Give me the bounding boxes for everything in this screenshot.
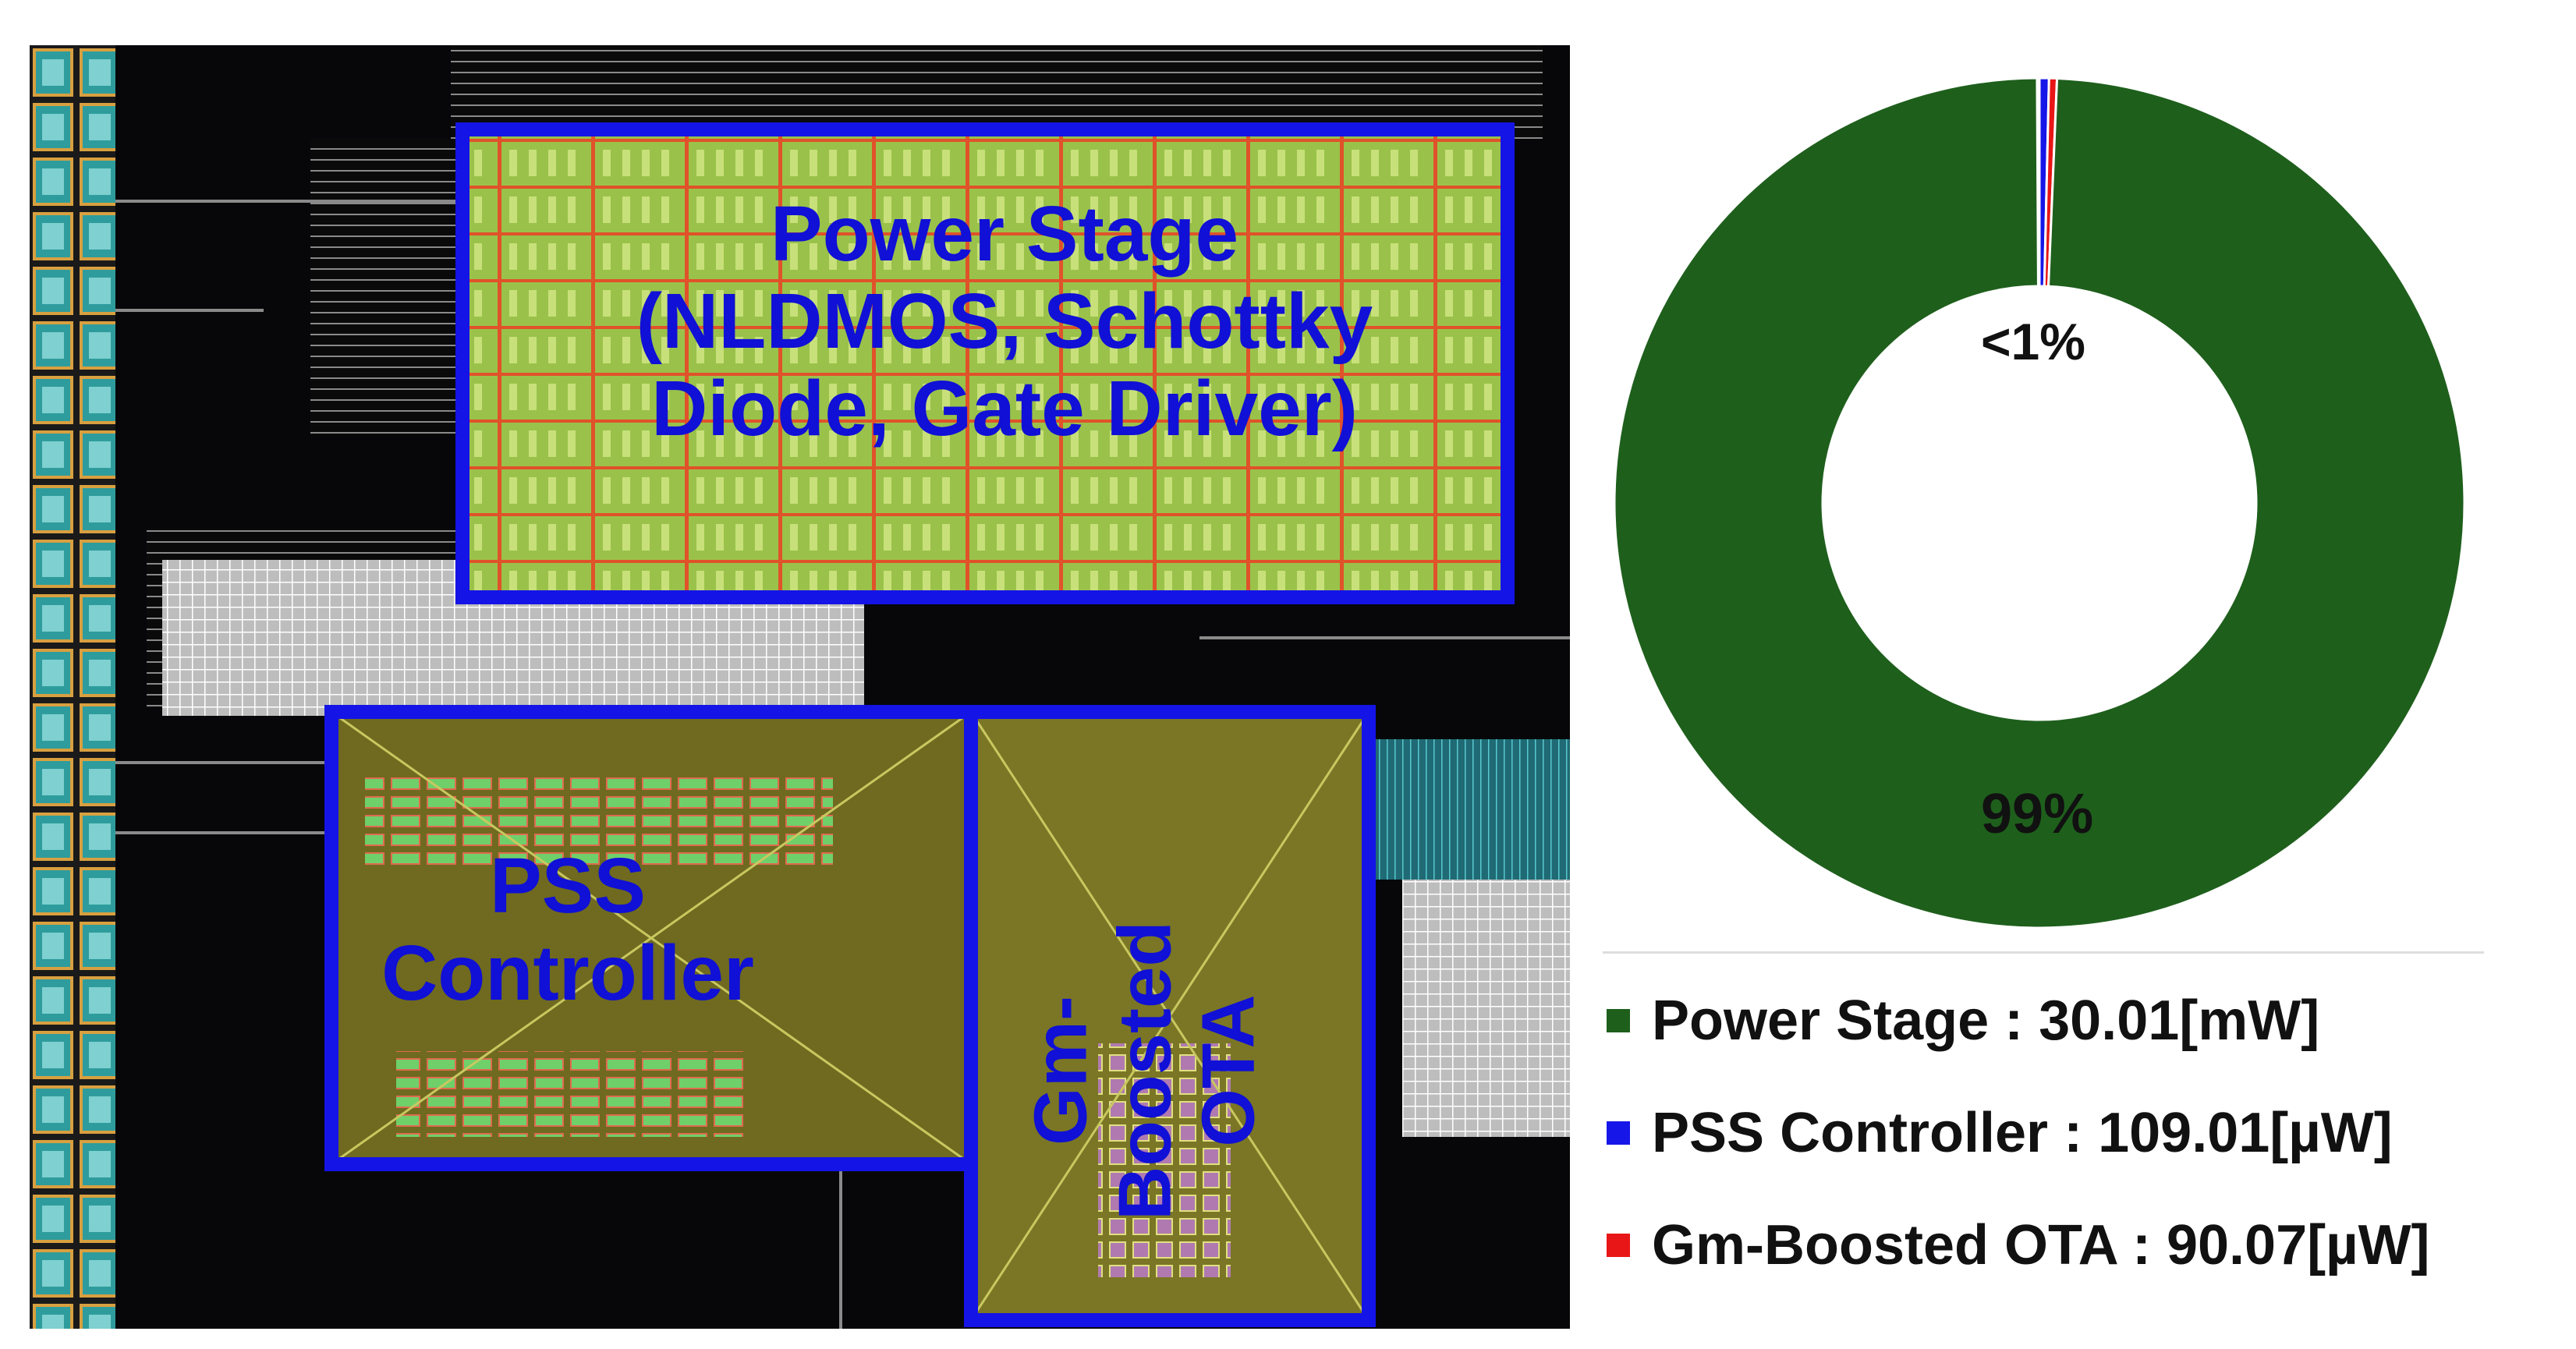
power-stage-label-line: Diode, Gate Driver)	[651, 365, 1358, 452]
chip-layout-image: Power Stage (NLDMOS, Schottky Diode, Gat…	[30, 45, 1570, 1329]
power-stage-outline	[455, 122, 1515, 604]
cyan-region-right	[1371, 739, 1570, 880]
legend-item-gm-boosted-ota: Gm-Boosted OTA : 90.07[µW]	[1607, 1213, 2430, 1277]
large-share-annotation: 99%	[1981, 783, 2094, 845]
legend-swatch	[1607, 1234, 1630, 1257]
ota-label: Gm- Boosted OTA	[1019, 829, 1271, 1312]
legend-label: Power Stage : 30.01[mW]	[1652, 990, 2320, 1052]
ota-outline	[964, 705, 1376, 1327]
legend-item-pss-controller: PSS Controller : 109.01[µW]	[1607, 1101, 2393, 1165]
pss-controller-cells-bottom	[396, 1051, 747, 1137]
power-stage-label-line: Power Stage	[770, 190, 1239, 278]
legend-swatch	[1607, 1009, 1630, 1032]
ota-label-line: Gm-	[1019, 996, 1103, 1145]
power-stage-label-line: (NLDMOS, Schottky	[636, 278, 1373, 365]
ota-cells	[1098, 1043, 1231, 1277]
pss-controller-label: PSS Controller	[365, 842, 771, 1017]
legend-label: PSS Controller : 109.01[µW]	[1652, 1102, 2393, 1164]
ota-label-line: Boosted	[1103, 921, 1187, 1220]
small-share-annotation: <1%	[1981, 313, 2085, 370]
power-donut-chart	[1613, 76, 2466, 929]
ota-diagonals	[969, 711, 1370, 1321]
legend-separator	[1603, 951, 2484, 954]
pad-ring-column	[30, 45, 115, 1329]
legend-swatch	[1607, 1121, 1630, 1145]
grid-region-right	[1402, 880, 1570, 1137]
pss-controller-label-line: PSS	[489, 842, 647, 929]
pss-controller-label-line: Controller	[381, 929, 754, 1017]
chip-layout-drawing	[30, 45, 1570, 1329]
legend-label: Gm-Boosted OTA : 90.07[µW]	[1652, 1214, 2430, 1276]
legend-item-power-stage: Power Stage : 30.01[mW]	[1607, 989, 2319, 1053]
pss-controller-diagonals	[331, 710, 972, 1166]
power-stage-fill	[462, 129, 1508, 597]
ota-label-line: OTA	[1186, 994, 1270, 1147]
power-stage-label: Power Stage (NLDMOS, Schottky Diode, Gat…	[498, 190, 1511, 452]
donut-slice-power-stage	[1613, 76, 2466, 929]
